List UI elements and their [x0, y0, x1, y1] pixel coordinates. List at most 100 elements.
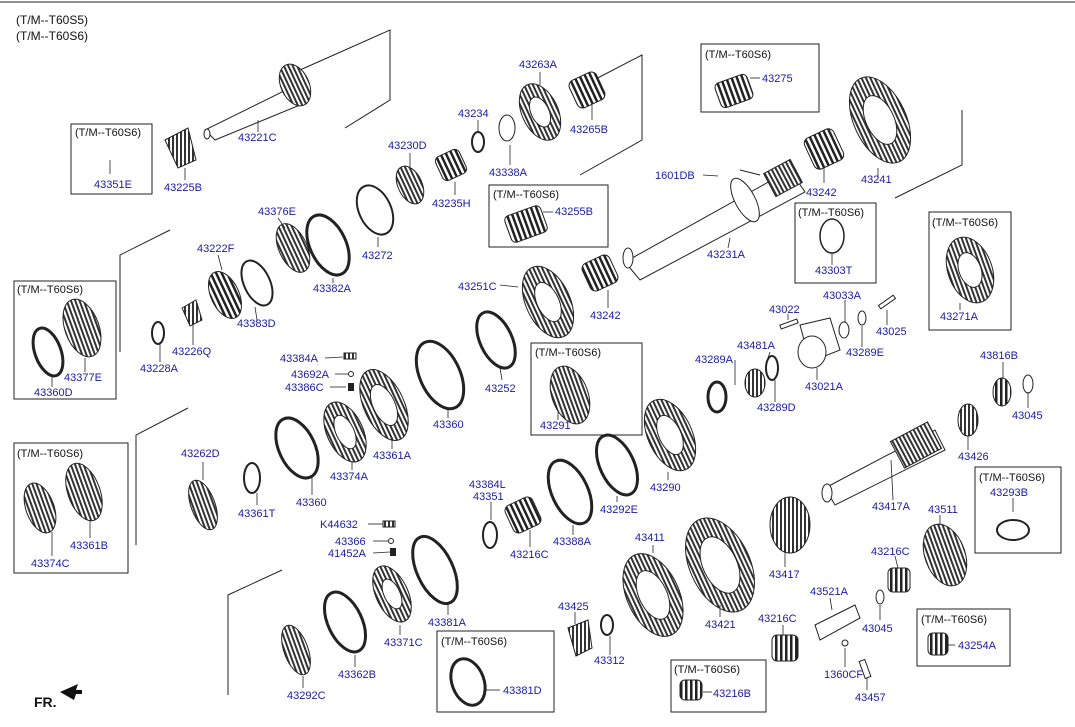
part-43271A[interactable]: 43271A [940, 311, 979, 323]
part-43426[interactable]: 43426 [958, 451, 989, 463]
part-43265B[interactable]: 43265B [570, 124, 608, 136]
part-43235H[interactable]: 43235H [432, 198, 471, 210]
part-43021A[interactable]: 43021A [805, 381, 844, 393]
part-43242-upper[interactable]: 43242 [806, 187, 837, 199]
box-title-43216B: (T/M--T60S6) [674, 664, 740, 676]
part-43222F[interactable]: 43222F [197, 243, 235, 255]
part-43290[interactable]: 43290 [650, 482, 681, 494]
part-43360-upper[interactable]: 43360 [433, 419, 464, 431]
part-43045-upper[interactable]: 43045 [1012, 410, 1043, 422]
part-43216C-left[interactable]: 43216C [510, 549, 549, 561]
part-43022[interactable]: 43022 [769, 304, 800, 316]
part-43292C[interactable]: 43292C [287, 690, 326, 702]
part-43216C-lower[interactable]: 43216C [758, 613, 797, 625]
part-43216B[interactable]: 43216B [713, 688, 751, 700]
part-43291[interactable]: 43291 [540, 420, 571, 432]
part-1601DB[interactable]: 1601DB [655, 170, 695, 182]
main-shaft [622, 158, 806, 281]
part-43362B[interactable]: 43362B [338, 669, 376, 681]
part-43371C[interactable]: 43371C [384, 637, 423, 649]
part-43303T[interactable]: 43303T [815, 265, 853, 277]
part-43425[interactable]: 43425 [558, 601, 589, 613]
part-43384L[interactable]: 43384L [469, 479, 506, 491]
gear-43230D [395, 165, 425, 205]
part-43241[interactable]: 43241 [861, 174, 892, 186]
part-43386C[interactable]: 43386C [285, 382, 324, 394]
header-model-2: (T/M--T60S6) [16, 29, 88, 43]
part-43292E[interactable]: 43292E [600, 504, 638, 516]
leader-lines [51, 72, 1029, 693]
part-43374A[interactable]: 43374A [330, 471, 369, 483]
part-43312[interactable]: 43312 [594, 655, 625, 667]
part-43351[interactable]: 43351 [473, 491, 504, 503]
part-43521A[interactable]: 43521A [810, 586, 849, 598]
box-title-43303T: (T/M--T60S6) [798, 207, 864, 219]
part-43351E[interactable]: 43351E [94, 179, 132, 191]
part-43242-lower[interactable]: 43242 [590, 310, 621, 322]
box-title-43360D: (T/M--T60S6) [17, 284, 83, 296]
part-43361B[interactable]: 43361B [70, 540, 108, 552]
direction-label: FR. [34, 694, 57, 710]
part-43226Q[interactable]: 43226Q [172, 346, 212, 358]
part-43262D[interactable]: 43262D [181, 448, 220, 460]
part-43360D[interactable]: 43360D [34, 387, 73, 399]
box-title-43255B: (T/M--T60S6) [493, 189, 559, 201]
part-43382A[interactable]: 43382A [313, 283, 352, 295]
box-title-43293B: (T/M--T60S6) [979, 472, 1045, 484]
part-43216C-right[interactable]: 43216C [871, 546, 910, 558]
box-title-43275: (T/M--T60S6) [705, 49, 771, 61]
part-43230D[interactable]: 43230D [388, 140, 427, 152]
part-43289A[interactable]: 43289A [695, 354, 734, 366]
part-43417A[interactable]: 43417A [872, 501, 911, 513]
part-43293B[interactable]: 43293B [990, 487, 1028, 499]
part-43361T[interactable]: 43361T [238, 508, 276, 520]
part-1360CF[interactable]: 1360CF [824, 669, 863, 681]
box-title-43254A: (T/M--T60S6) [921, 614, 987, 626]
part-43251C[interactable]: 43251C [458, 281, 497, 293]
part-43360-lower[interactable]: 43360 [296, 497, 327, 509]
part-43289E[interactable]: 43289E [846, 347, 884, 359]
part-43411[interactable]: 43411 [635, 532, 665, 544]
part-43338A[interactable]: 43338A [489, 167, 528, 179]
header-model-1: (T/M--T60S5) [16, 13, 88, 27]
part-43511[interactable]: 43511 [928, 504, 958, 516]
part-43381D[interactable]: 43381D [503, 685, 542, 697]
part-43225B[interactable]: 43225B [164, 182, 202, 194]
part-43252[interactable]: 43252 [485, 383, 516, 395]
part-43481A[interactable]: 43481A [737, 340, 776, 352]
part-43221C[interactable]: 43221C [238, 132, 277, 144]
part-43234[interactable]: 43234 [458, 108, 489, 120]
part-43289D[interactable]: 43289D [757, 402, 796, 414]
part-43366[interactable]: 43366 [335, 536, 366, 548]
part-43692A[interactable]: 43692A [291, 369, 330, 381]
part-43381A[interactable]: 43381A [428, 617, 467, 629]
part-43384A[interactable]: 43384A [280, 353, 319, 365]
part-43045-lower[interactable]: 43045 [862, 623, 893, 635]
part-43383D[interactable]: 43383D [237, 318, 276, 330]
part-43361A[interactable]: 43361A [373, 450, 412, 462]
part-43263A[interactable]: 43263A [519, 59, 558, 71]
box-title-43271A: (T/M--T60S6) [932, 217, 998, 229]
part-43417[interactable]: 43417 [769, 569, 800, 581]
part-43231A[interactable]: 43231A [707, 249, 746, 261]
part-43228A[interactable]: 43228A [140, 363, 179, 375]
part-43816B[interactable]: 43816B [980, 350, 1018, 362]
part-43254A[interactable]: 43254A [958, 640, 997, 652]
box-title-43291: (T/M--T60S6) [535, 347, 601, 359]
part-43275[interactable]: 43275 [762, 73, 793, 85]
part-K44632[interactable]: K44632 [320, 519, 358, 531]
part-43374C[interactable]: 43374C [31, 558, 70, 570]
part-43025[interactable]: 43025 [876, 326, 907, 338]
box-title-43374C: (T/M--T60S6) [17, 448, 83, 460]
part-43388A[interactable]: 43388A [553, 536, 592, 548]
part-41452A[interactable]: 41452A [328, 548, 367, 560]
part-43255B[interactable]: 43255B [555, 206, 593, 218]
part-43272[interactable]: 43272 [362, 250, 393, 262]
part-43377E[interactable]: 43377E [64, 372, 102, 384]
part-43376E[interactable]: 43376E [258, 206, 296, 218]
part-43421[interactable]: 43421 [705, 619, 736, 631]
part-43033A[interactable]: 43033A [823, 290, 862, 302]
part-43457[interactable]: 43457 [855, 692, 886, 704]
input-shaft [203, 63, 312, 141]
